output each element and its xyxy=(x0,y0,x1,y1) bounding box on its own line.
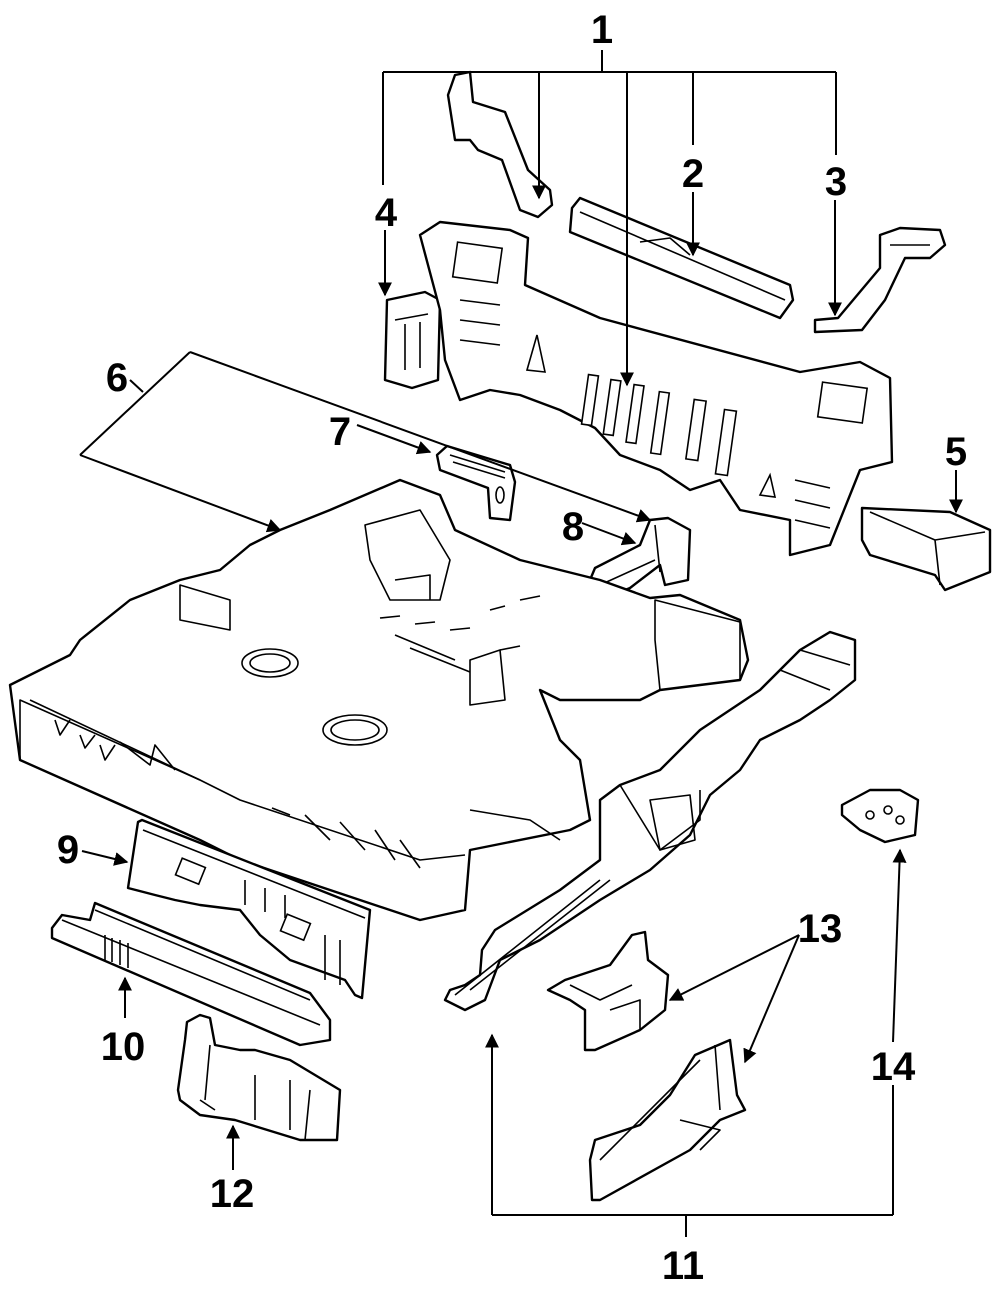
callout-10: 10 xyxy=(101,1025,146,1069)
leader-lines xyxy=(79,50,963,1237)
part-left-upper-bracket xyxy=(446,70,554,219)
callout-11: 11 xyxy=(662,1244,704,1288)
callout-7: 7 xyxy=(329,410,351,454)
part-4-left-end-bracket xyxy=(383,290,442,390)
callout-8: 8 xyxy=(562,505,584,549)
callout-5: 5 xyxy=(945,430,967,474)
part-5-tray xyxy=(860,506,992,592)
callout-13: 13 xyxy=(798,907,843,951)
callout-6: 6 xyxy=(106,356,128,400)
part-13-bracket-lower xyxy=(588,1038,747,1202)
callout-4: 4 xyxy=(375,191,398,235)
part-6-floor-pan xyxy=(8,478,750,922)
part-10-sill-reinforcement xyxy=(50,901,332,1047)
callout-2: 2 xyxy=(682,152,704,196)
callout-3: 3 xyxy=(825,160,847,204)
part-3-right-upper-bracket xyxy=(813,226,947,334)
part-9-cross-member xyxy=(126,818,372,1000)
part-14-small-bracket xyxy=(840,788,920,844)
part-11-side-rail xyxy=(443,630,857,1012)
part-13-bracket-upper xyxy=(546,930,670,1052)
part-2-center-reinforcement xyxy=(568,196,795,320)
callout-12: 12 xyxy=(210,1172,255,1216)
callout-14: 14 xyxy=(871,1045,916,1089)
callout-9: 9 xyxy=(57,828,79,872)
callout-1: 1 xyxy=(591,8,613,52)
part-rear-body-panel xyxy=(418,220,894,557)
callout-labels: 1 2 3 4 5 6 7 8 9 10 11 12 13 14 xyxy=(57,8,967,1288)
part-12-bracket xyxy=(176,1013,342,1142)
